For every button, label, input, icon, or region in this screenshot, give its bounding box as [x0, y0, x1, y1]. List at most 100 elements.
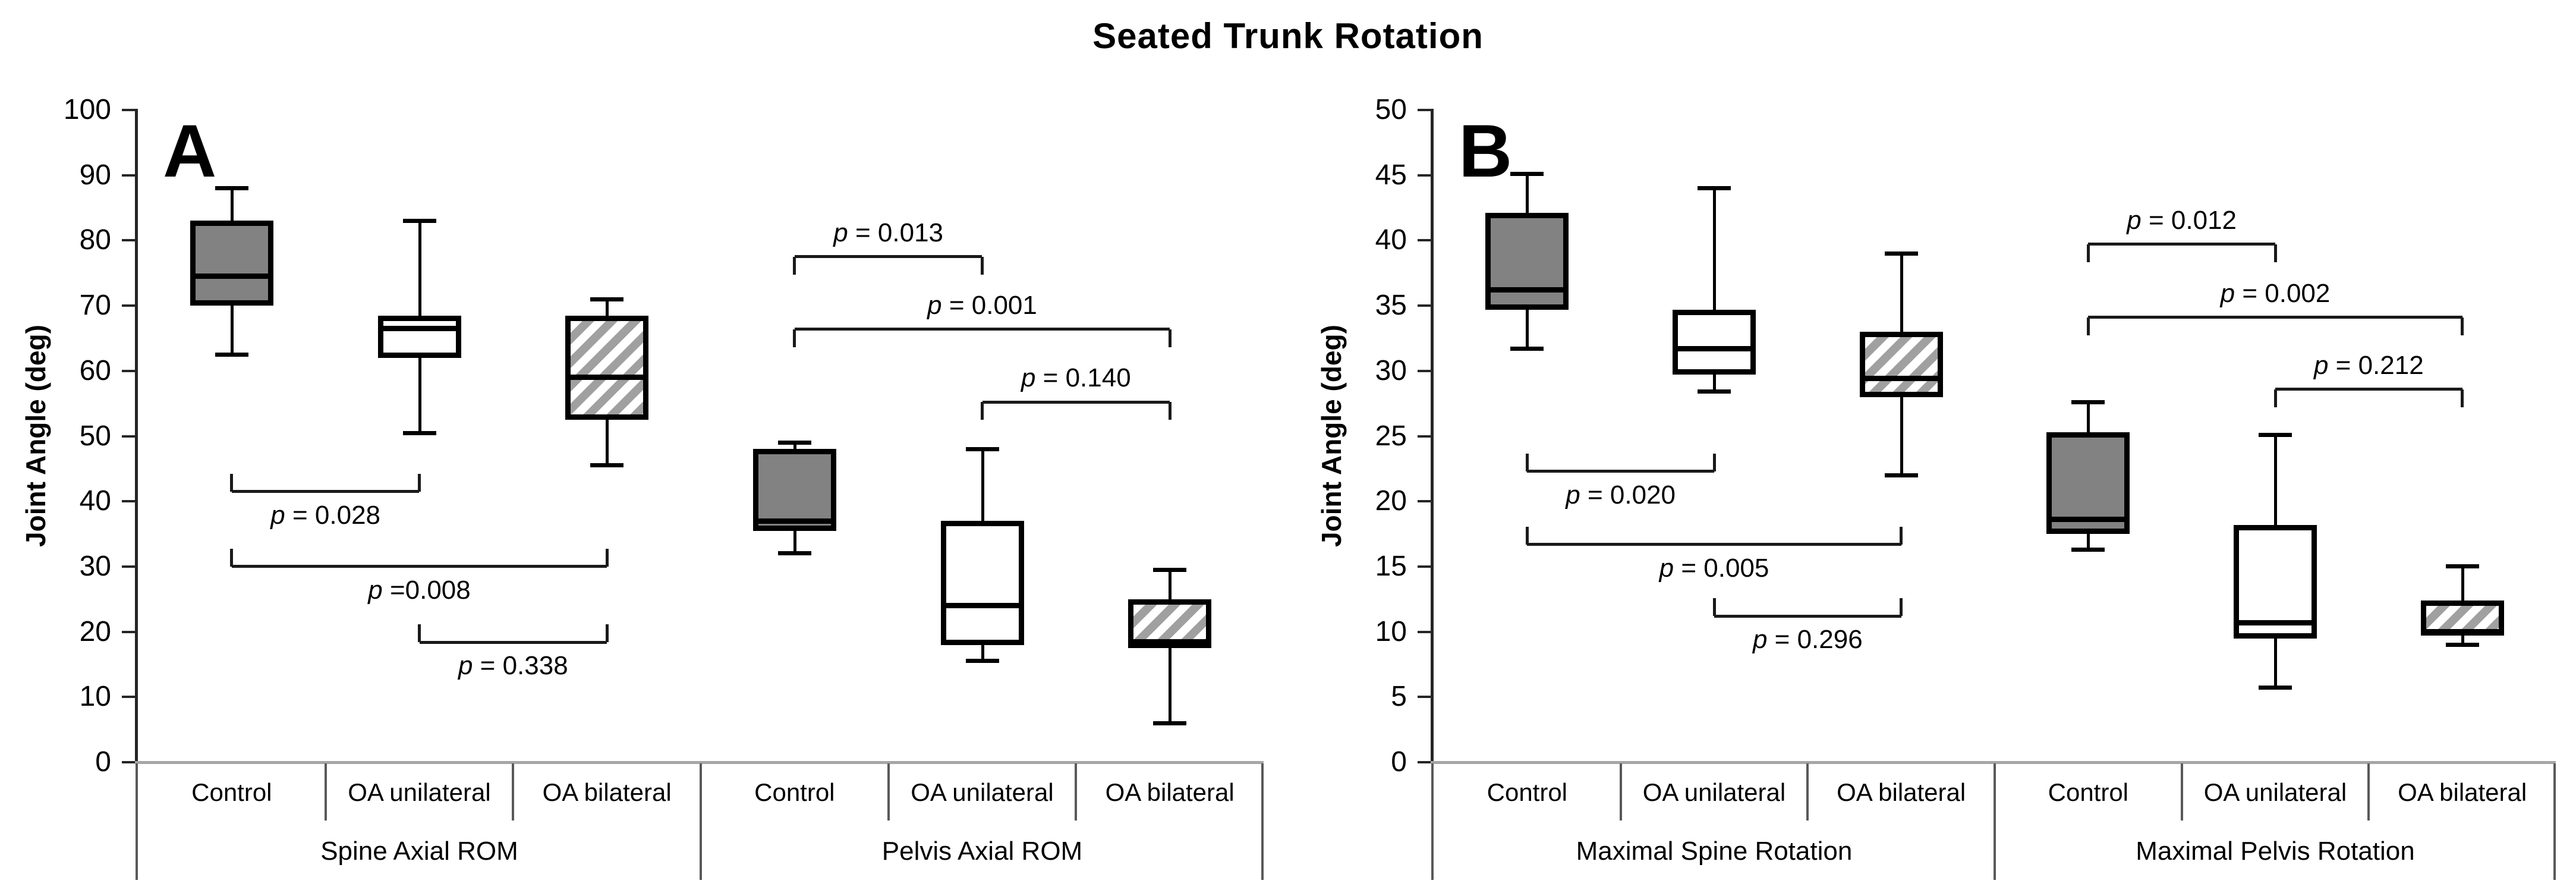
bracket-end-tick: [418, 624, 421, 643]
category-label: OA unilateral: [1642, 778, 1786, 806]
boxplot-box: [1859, 331, 1943, 397]
y-tick-label: 60: [79, 354, 111, 386]
boxplot-box: [1485, 213, 1569, 310]
y-tick-label: 90: [79, 159, 111, 191]
x-axis-line: [135, 761, 1264, 764]
whisker-cap-bottom: [2259, 686, 2292, 690]
p-value-label: p = 0.001: [927, 290, 1037, 320]
boxplot-box: [377, 315, 461, 358]
bracket-end-tick: [605, 624, 609, 643]
y-axis-label: Joint Angle (deg): [20, 325, 51, 547]
bracket-end-tick: [2461, 389, 2464, 407]
table-edge-right: [1261, 763, 1264, 880]
table-group-divider: [700, 763, 702, 880]
table-edge-left: [1431, 763, 1434, 880]
boxplot-box: [2234, 524, 2317, 639]
bracket-end-tick: [981, 402, 984, 420]
y-axis-tick: [122, 174, 136, 177]
whisker-cap-bottom: [1510, 347, 1544, 351]
bracket-line: [2088, 316, 2462, 319]
y-axis-tick: [1418, 565, 1432, 568]
y-tick-label: 80: [79, 224, 111, 256]
y-axis-tick: [122, 369, 136, 372]
table-category-divider: [887, 763, 890, 820]
y-tick-label: 0: [1391, 746, 1407, 778]
bracket-end-tick: [1525, 526, 1529, 545]
bracket-end-tick: [230, 548, 234, 567]
bracket-line: [419, 640, 607, 644]
median-line: [1673, 346, 1756, 351]
group-label: Pelvis Axial ROM: [881, 837, 1083, 866]
y-tick-label: 15: [1375, 550, 1407, 582]
bracket-end-tick: [1168, 402, 1172, 420]
bracket-end-tick: [230, 473, 234, 492]
bracket-end-tick: [793, 256, 796, 275]
y-axis-tick: [122, 761, 136, 763]
bracket-line: [231, 490, 420, 493]
bracket-end-tick: [981, 256, 984, 275]
group-label: Maximal Pelvis Rotation: [2136, 837, 2415, 866]
y-axis-tick: [122, 239, 136, 242]
bracket-line: [794, 255, 982, 259]
whisker-cap-bottom: [1698, 389, 1731, 394]
bracket-end-tick: [605, 548, 609, 567]
y-tick-label: 35: [1375, 290, 1407, 322]
bracket-end-tick: [1900, 526, 1903, 545]
boxplot-box: [1673, 309, 1756, 375]
y-tick-label: 40: [79, 485, 111, 517]
y-tick-label: 10: [1375, 615, 1407, 647]
whisker-cap-top: [590, 297, 624, 301]
group-label: Maximal Spine Rotation: [1576, 837, 1853, 866]
y-axis-tick: [122, 630, 136, 633]
whisker-cap-top: [402, 218, 436, 223]
bracket-line: [1527, 543, 1901, 546]
y-axis-tick: [1418, 435, 1432, 438]
panel-letter: B: [1459, 110, 1513, 193]
bracket-end-tick: [1712, 598, 1716, 617]
whisker-cap-top: [215, 186, 248, 191]
p-value-label: p = 0.005: [1659, 553, 1769, 583]
whisker-cap-top: [1698, 186, 1731, 191]
y-axis-tick: [122, 500, 136, 503]
y-tick-label: 40: [1375, 224, 1407, 256]
bracket-end-tick: [2273, 244, 2277, 262]
table-category-divider: [1806, 763, 1809, 820]
bracket-end-tick: [1168, 329, 1172, 347]
whisker-cap-top: [777, 440, 811, 445]
whisker-cap-top: [1153, 567, 1187, 572]
y-axis-tick: [1418, 500, 1432, 503]
y-tick-label: 30: [79, 550, 111, 582]
median-line: [1485, 287, 1569, 293]
whisker-cap-top: [1510, 172, 1544, 176]
whisker-cap-top: [1884, 251, 1918, 256]
y-axis-tick: [1418, 369, 1432, 372]
whisker-cap-bottom: [402, 430, 436, 435]
y-tick-label: 50: [1375, 94, 1407, 125]
bracket-end-tick: [1712, 453, 1716, 471]
whisker-cap-bottom: [2445, 643, 2479, 647]
category-label: OA bilateral: [542, 778, 672, 806]
table-edge-right: [2553, 763, 2556, 880]
y-axis-tick: [122, 696, 136, 699]
boxplot-box: [565, 315, 649, 420]
y-tick-label: 25: [1375, 420, 1407, 452]
median-line: [565, 375, 649, 381]
median-line: [377, 325, 461, 331]
bracket-line: [2275, 388, 2462, 391]
y-axis-tick: [1418, 630, 1432, 633]
bracket-line: [231, 565, 607, 568]
y-tick-label: 100: [63, 94, 111, 125]
p-value-label: p = 0.012: [2127, 205, 2237, 235]
bracket-line: [2088, 243, 2275, 246]
whisker-cap-bottom: [590, 463, 624, 468]
category-label: OA bilateral: [1105, 778, 1235, 806]
panel-letter: A: [163, 110, 217, 193]
whisker-cap-top: [2071, 400, 2105, 404]
y-axis-tick: [122, 435, 136, 438]
bracket-line: [1527, 470, 1714, 473]
y-axis-label: Joint Angle (deg): [1316, 325, 1347, 547]
table-category-divider: [324, 763, 327, 820]
whisker-cap-bottom: [1884, 473, 1918, 477]
p-value-label: p = 0.028: [270, 500, 381, 530]
p-value-label: p =0.008: [368, 575, 471, 605]
